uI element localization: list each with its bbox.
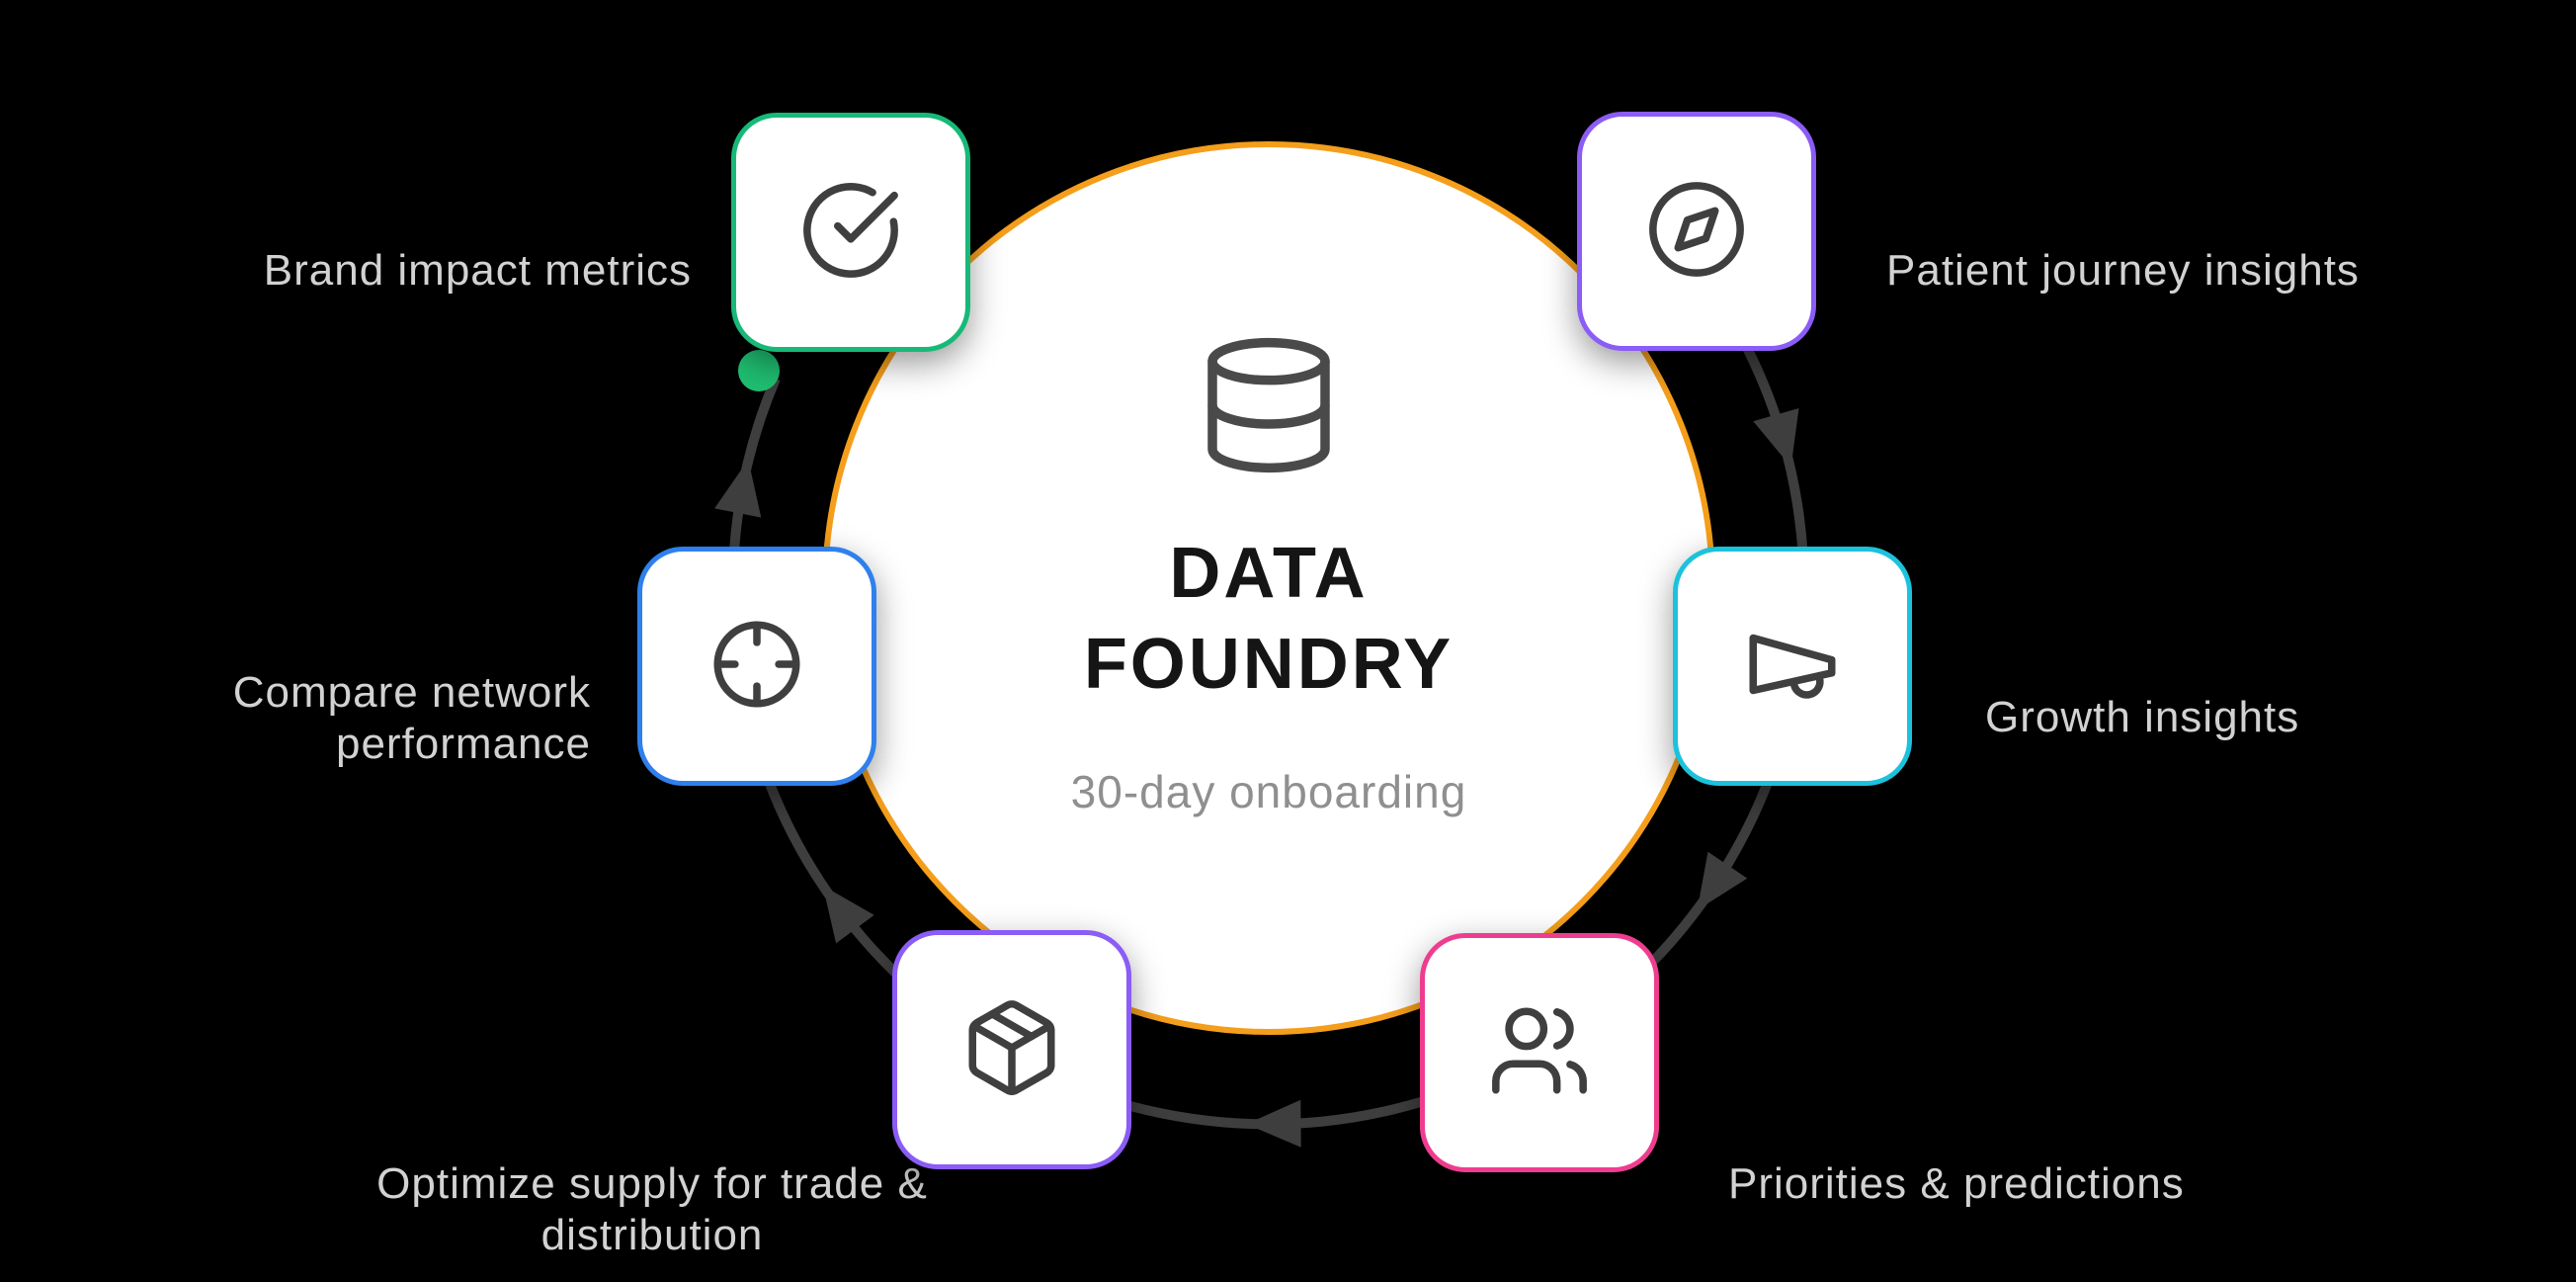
node-label-patient-journey: Patient journey insights — [1886, 246, 2360, 295]
node-label-compare-network: Compare network performance — [232, 668, 591, 768]
hub-title-line1: DATA — [1169, 533, 1369, 613]
compass-icon — [1644, 177, 1749, 287]
node-label-priorities-predictions: Priorities & predictions — [1728, 1159, 2185, 1208]
node-card-priorities-predictions — [1420, 933, 1659, 1172]
hub-title-line2: FOUNDRY — [1083, 625, 1454, 704]
node-card-compare-network — [637, 547, 876, 786]
node-card-growth-insights — [1673, 547, 1912, 786]
node-card-patient-journey — [1577, 112, 1816, 351]
check-circle-icon — [798, 178, 903, 288]
node-label-optimize-supply: Optimize supply for trade & distribution — [376, 1159, 928, 1259]
flow-arrowhead — [1246, 1099, 1301, 1148]
hub-subtitle: 30-day onboarding — [1070, 766, 1467, 818]
node-label-growth-insights: Growth insights — [1985, 693, 2300, 741]
flow-arrowhead — [1753, 408, 1799, 468]
flow-arrowhead — [1697, 851, 1748, 910]
megaphone-icon — [1740, 612, 1845, 722]
flow-arrowhead — [714, 460, 762, 518]
package-icon — [959, 995, 1064, 1105]
flow-end-dot — [738, 350, 780, 391]
target-icon — [705, 612, 809, 722]
flow-arrowhead — [822, 885, 874, 944]
node-card-optimize-supply — [892, 930, 1131, 1169]
users-icon — [1487, 998, 1592, 1108]
node-label-brand-impact: Brand impact metrics — [263, 246, 692, 295]
database-icon — [1194, 330, 1344, 480]
node-card-brand-impact — [731, 113, 970, 352]
